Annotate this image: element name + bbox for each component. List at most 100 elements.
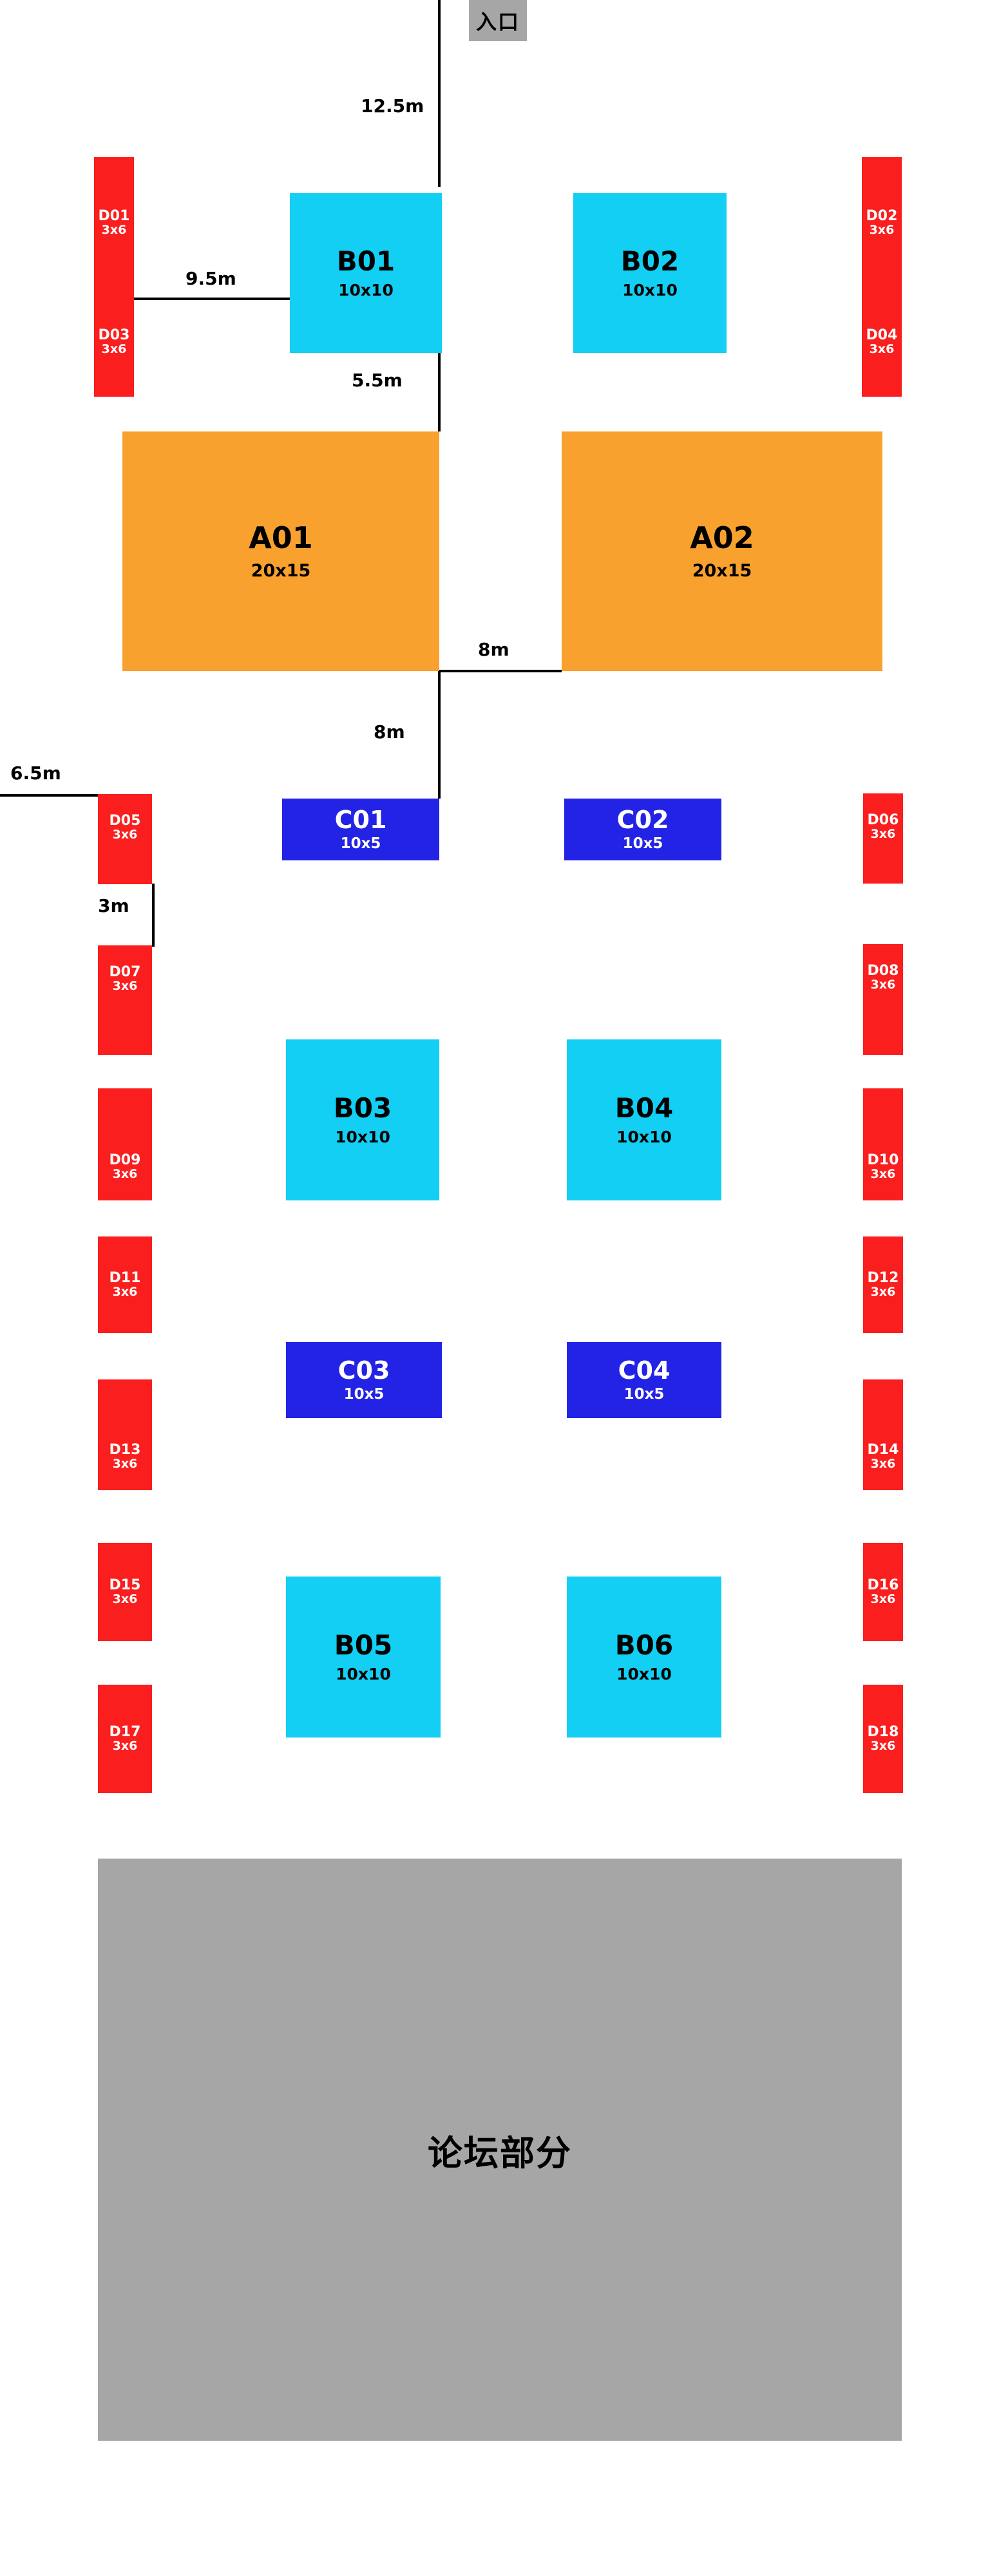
- booth-d06[interactable]: D06 3x6: [863, 793, 903, 884]
- booth-label: D11: [109, 1269, 141, 1286]
- booth-size: 3x6: [101, 342, 127, 357]
- booth-label: D06: [867, 812, 899, 828]
- booth-d14[interactable]: D14 3x6: [863, 1379, 903, 1490]
- dimension-line-left-wall-to-d05: [0, 794, 100, 797]
- dimension-label-8m-vertical: 8m: [374, 721, 405, 743]
- booth-c02[interactable]: C02 10x5: [564, 799, 721, 860]
- dimension-line-d05-to-d07: [152, 884, 155, 947]
- booth-d17[interactable]: D17 3x6: [98, 1685, 152, 1793]
- booth-size: 3x6: [869, 342, 895, 357]
- booth-size: 3x6: [869, 223, 895, 238]
- forum-section: 论坛部分: [98, 1859, 902, 2441]
- booth-label: C03: [338, 1356, 390, 1385]
- booth-b02[interactable]: B02 10x10: [573, 193, 727, 353]
- booth-label: D05: [109, 813, 141, 829]
- booth-size: 10x5: [340, 835, 381, 852]
- booth-size: 10x10: [336, 1664, 391, 1683]
- booth-b05[interactable]: B05 10x10: [286, 1577, 441, 1738]
- dimension-line-entrance-aisle: [438, 0, 441, 187]
- booth-size: 3x6: [112, 1592, 138, 1607]
- booth-d13[interactable]: D13 3x6: [98, 1379, 152, 1490]
- dimension-label-5-5m: 5.5m: [352, 370, 403, 391]
- dimension-label-12-5m: 12.5m: [361, 95, 424, 117]
- dimension-line-b01-to-a01: [438, 353, 441, 431]
- booth-label: B04: [614, 1092, 674, 1124]
- booth-label: B06: [614, 1629, 674, 1661]
- entrance-label: 入口: [469, 0, 527, 41]
- booth-size: 3x6: [112, 1457, 138, 1472]
- booth-d08[interactable]: D08 3x6: [863, 944, 903, 1055]
- booth-a01[interactable]: A01 20x15: [122, 431, 439, 671]
- booth-size: 3x6: [870, 1457, 896, 1472]
- booth-b01[interactable]: B01 10x10: [290, 193, 442, 353]
- booth-label: B02: [620, 245, 680, 277]
- booth-c01[interactable]: C01 10x5: [282, 799, 439, 860]
- booth-a02[interactable]: A02 20x15: [562, 431, 882, 671]
- booth-label: D12: [867, 1269, 899, 1286]
- booth-label: D01: [98, 207, 130, 224]
- booth-d16[interactable]: D16 3x6: [863, 1543, 903, 1641]
- booth-b04[interactable]: B04 10x10: [567, 1039, 721, 1200]
- dimension-label-9-5m: 9.5m: [186, 268, 236, 289]
- booth-label: D02: [866, 207, 898, 224]
- booth-size: 3x6: [112, 1167, 138, 1182]
- booth-d03[interactable]: D03 3x6: [94, 287, 134, 397]
- booth-size: 20x15: [251, 560, 311, 581]
- booth-size: 20x15: [692, 560, 752, 581]
- booth-label: C01: [334, 805, 387, 834]
- dimension-label-6-5m: 6.5m: [10, 762, 61, 784]
- booth-b06[interactable]: B06 10x10: [567, 1577, 721, 1738]
- booth-label: D08: [867, 963, 899, 979]
- booth-d15[interactable]: D15 3x6: [98, 1543, 152, 1641]
- booth-d12[interactable]: D12 3x6: [863, 1236, 903, 1333]
- booth-size: 10x5: [623, 1385, 665, 1403]
- booth-label: D15: [109, 1577, 141, 1593]
- booth-size: 10x10: [622, 280, 678, 299]
- booth-label: C02: [616, 805, 669, 834]
- booth-size: 3x6: [112, 1285, 138, 1300]
- dimension-line-a01-to-c01: [438, 670, 441, 799]
- booth-d11[interactable]: D11 3x6: [98, 1236, 152, 1333]
- booth-label: D16: [867, 1577, 899, 1593]
- booth-size: 3x6: [870, 1285, 896, 1300]
- booth-d04[interactable]: D04 3x6: [862, 287, 902, 397]
- booth-size: 3x6: [101, 223, 127, 238]
- booth-label: D04: [866, 327, 898, 343]
- booth-label: A02: [690, 520, 754, 555]
- booth-label: B01: [336, 245, 395, 277]
- dimension-label-8m-horizontal: 8m: [478, 639, 509, 660]
- booth-d18[interactable]: D18 3x6: [863, 1685, 903, 1793]
- booth-d02[interactable]: D02 3x6: [862, 157, 902, 289]
- booth-c04[interactable]: C04 10x5: [567, 1342, 721, 1418]
- booth-label: D10: [867, 1151, 899, 1168]
- booth-label: B03: [333, 1092, 392, 1124]
- booth-label: A01: [249, 520, 313, 555]
- booth-size: 10x10: [616, 1127, 672, 1146]
- booth-label: D14: [867, 1441, 899, 1458]
- booth-size: 3x6: [870, 1167, 896, 1182]
- booth-size: 10x5: [622, 835, 663, 852]
- booth-size: 3x6: [870, 978, 896, 992]
- booth-d10[interactable]: D10 3x6: [863, 1088, 903, 1200]
- booth-label: D17: [109, 1723, 141, 1740]
- booth-size: 10x10: [616, 1664, 672, 1683]
- booth-size: 3x6: [112, 1739, 138, 1754]
- booth-d01[interactable]: D01 3x6: [94, 157, 134, 289]
- dimension-line-b01-to-d03: [98, 298, 290, 300]
- booth-size: 10x10: [335, 1127, 390, 1146]
- booth-label: C04: [618, 1356, 671, 1385]
- booth-d05[interactable]: D05 3x6: [98, 794, 152, 884]
- dimension-line-a01-to-a02: [438, 670, 562, 672]
- booth-size: 3x6: [112, 828, 138, 842]
- booth-size: 3x6: [870, 1592, 896, 1607]
- booth-label: D13: [109, 1441, 141, 1458]
- booth-c03[interactable]: C03 10x5: [286, 1342, 442, 1418]
- booth-b03[interactable]: B03 10x10: [286, 1039, 439, 1200]
- booth-label: B05: [334, 1629, 393, 1661]
- booth-d09[interactable]: D09 3x6: [98, 1088, 152, 1200]
- booth-label: D09: [109, 1151, 141, 1168]
- booth-d07[interactable]: D07 3x6: [98, 945, 152, 1055]
- booth-size: 3x6: [870, 1739, 896, 1754]
- booth-label: D03: [98, 327, 130, 343]
